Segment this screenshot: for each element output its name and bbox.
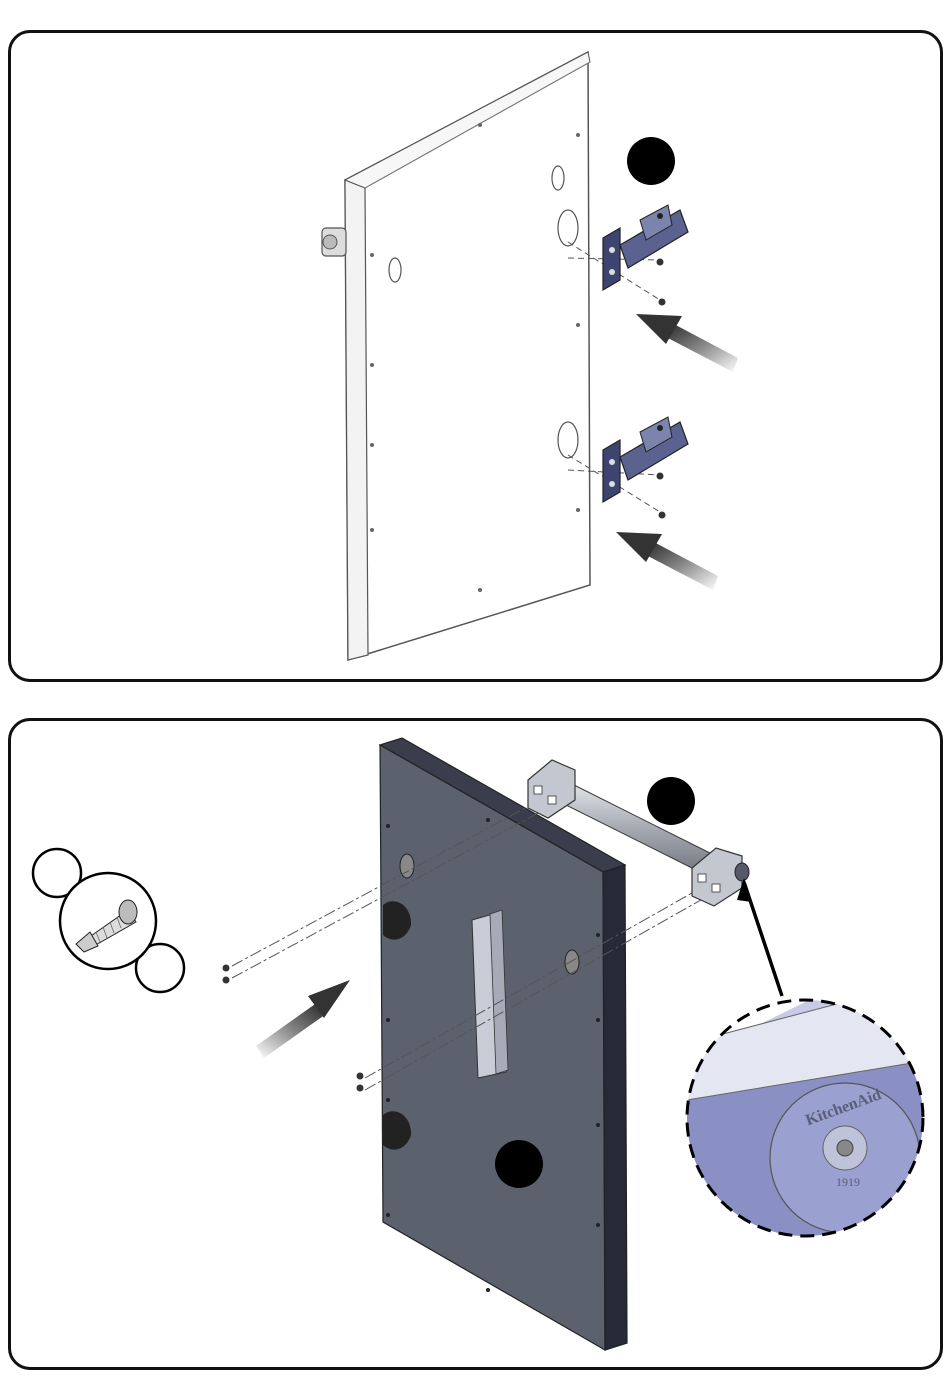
brand-year-engraving: 1919	[836, 1175, 860, 1189]
door-panel-dark	[380, 738, 627, 1350]
zoom-detail: KitchenAid 1919	[687, 990, 930, 1260]
step-marker-dot-handle	[647, 777, 695, 825]
step-marker-dot-panel	[495, 1140, 543, 1188]
screw-type-callout	[33, 849, 184, 992]
direction-arrow	[256, 980, 350, 1058]
